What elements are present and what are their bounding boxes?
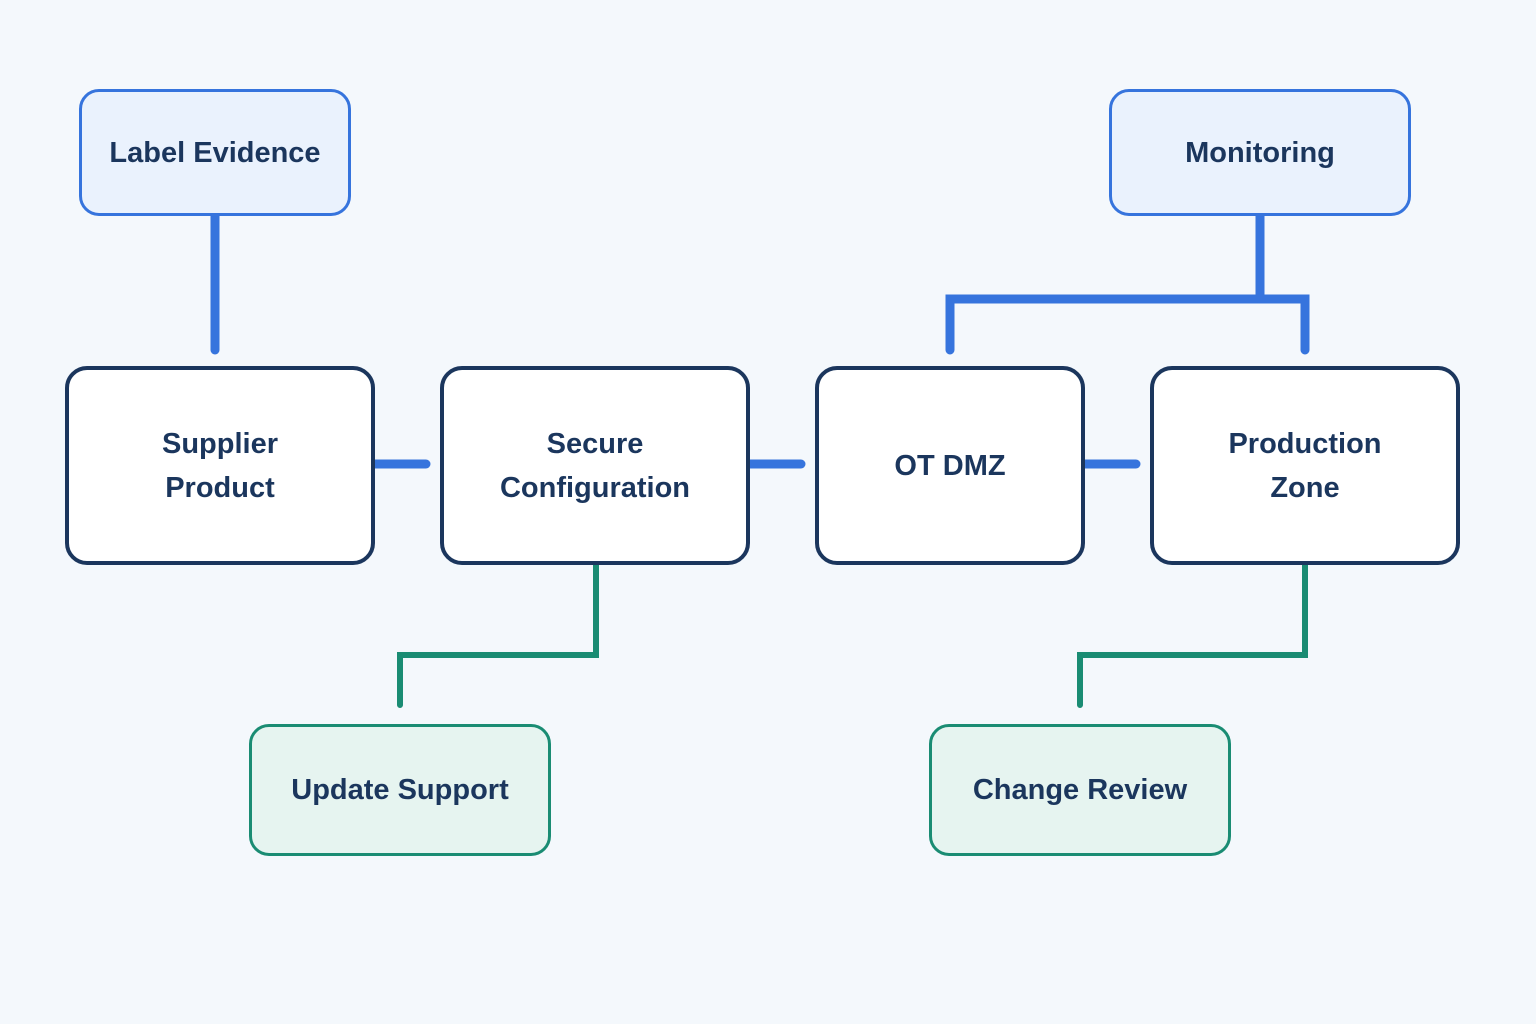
- node-label-evidence: Label Evidence: [79, 89, 351, 216]
- node-change-review: Change Review: [929, 724, 1231, 856]
- node-production-zone-line2: Zone: [1270, 471, 1340, 504]
- node-monitoring-label: Monitoring: [1185, 136, 1335, 169]
- node-supplier-product-line2: Product: [165, 471, 275, 504]
- node-supplier-product: Supplier Product: [65, 366, 375, 565]
- node-update-support: Update Support: [249, 724, 551, 856]
- node-production-zone: Production Zone: [1150, 366, 1460, 565]
- node-secure-configuration: Secure Configuration: [440, 366, 750, 565]
- node-supplier-product-line1: Supplier: [161, 427, 278, 460]
- node-change-review-label: Change Review: [972, 774, 1188, 806]
- connector-monitoring-ot-dmz: [945, 209, 1265, 355]
- connector-monitoring-production-zone: [1255, 294, 1310, 355]
- node-production-zone-line1: Production: [1228, 427, 1382, 460]
- node-monitoring: Monitoring: [1109, 89, 1411, 216]
- node-update-support-label: Update Support: [291, 774, 509, 806]
- node-ot-dmz: OT DMZ: [815, 366, 1085, 565]
- node-label-evidence-label: Label Evidence: [109, 136, 321, 169]
- node-secure-configuration-line2: Configuration: [499, 471, 691, 504]
- connector-secure-update-support: [397, 557, 599, 708]
- node-secure-configuration-line1: Secure: [546, 427, 644, 460]
- node-ot-dmz-label: OT DMZ: [894, 449, 1006, 482]
- connector-production-change-review: [1077, 557, 1308, 708]
